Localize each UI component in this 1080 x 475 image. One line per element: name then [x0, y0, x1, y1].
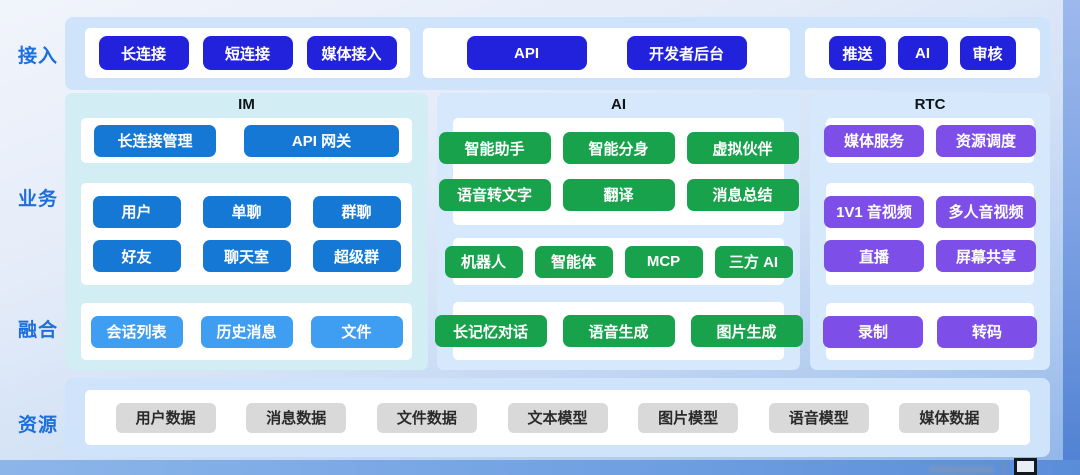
ai-node: 三方 AI: [714, 245, 793, 278]
ai-business-panel: 智能助手智能分身虚拟伙伴 语音转文字翻译消息总结: [438, 118, 799, 225]
rtc-node: 媒体服务: [824, 124, 924, 157]
rtc-fusion-panel: 录制转码: [823, 303, 1037, 360]
resource-node: 文件数据: [376, 402, 477, 433]
row-label-fusion: 融合: [17, 320, 58, 341]
im-node: 群聊: [312, 195, 401, 228]
watermark-text-smudge: [928, 466, 994, 473]
ai-node: 语音转文字: [438, 178, 551, 211]
ai-column-title: AI: [611, 96, 626, 113]
ai-node: 虚拟伙伴: [686, 132, 799, 165]
ai-fusion-panel: 长记忆对话语音生成图片生成: [434, 302, 803, 360]
im-node: 超级群: [312, 240, 401, 273]
im-column-title: IM: [238, 96, 255, 113]
ai-fusion-node: 图片生成: [690, 315, 803, 347]
rtc-fusion-node: 转码: [937, 315, 1037, 348]
ai-node: 智能助手: [438, 132, 551, 165]
im-fusion-node: 会话列表: [90, 315, 183, 348]
resource-node: 图片模型: [638, 402, 739, 433]
rtc-node-row: 直播屏幕共享: [824, 240, 1036, 273]
ai-node-row: 机器人智能体 MCP 三方 AI: [444, 245, 793, 278]
resource-layer-band: 用户数据消息数据文件数据文本模型图片模型语音模型媒体数据: [65, 378, 1050, 457]
ai-node: MCP: [624, 245, 703, 278]
rtc-node: 屏幕共享: [936, 240, 1036, 273]
rtc-column: RTC 媒体服务资源调度 1V1 音视频多人音视频 直播屏幕共享 录制转码: [810, 93, 1050, 370]
rtc-node-row: 录制转码: [823, 315, 1037, 348]
access-group-developer: API 开发者后台: [423, 28, 790, 78]
access-node: 长连接: [98, 36, 189, 70]
im-node: 聊天室: [202, 240, 291, 273]
rtc-fusion-node: 录制: [823, 315, 923, 348]
row-label-resource: 资源: [17, 415, 58, 436]
resource-node: 消息数据: [246, 402, 347, 433]
access-node-row: 长连接短连接媒体接入: [85, 36, 410, 70]
rtc-node-row: 1V1 音视频多人音视频: [824, 195, 1036, 228]
rtc-service-panel: 媒体服务资源调度: [824, 118, 1036, 163]
im-node: 用户: [92, 195, 181, 228]
rtc-node: 资源调度: [936, 124, 1036, 157]
resource-node: 媒体数据: [899, 402, 1000, 433]
access-layer-band: 长连接短连接媒体接入 API 开发者后台 推送 AI 审核: [65, 17, 1050, 90]
im-node-row: 用户单聊群聊: [81, 195, 412, 228]
access-node: 推送: [829, 36, 886, 70]
rtc-node-row: 媒体服务资源调度: [824, 124, 1036, 157]
access-group-connection: 长连接短连接媒体接入: [85, 28, 410, 78]
im-fusion-panel: 会话列表历史消息文件: [81, 303, 412, 360]
right-edge-gradient: [1063, 0, 1080, 475]
bottom-gradient-strip: [0, 460, 1080, 475]
cutoff-watermark: [928, 458, 1037, 475]
access-node: 审核: [959, 36, 1016, 70]
row-label-business: 业务: [17, 189, 58, 210]
ai-node-row: 长记忆对话语音生成图片生成: [434, 315, 803, 347]
access-node-row: 推送 AI 审核: [805, 36, 1040, 70]
im-node-row: 会话列表历史消息文件: [81, 315, 412, 348]
im-node: 长连接管理: [94, 124, 216, 157]
resource-panel: 用户数据消息数据文件数据文本模型图片模型语音模型媒体数据: [85, 390, 1030, 445]
im-node: 单聊: [202, 195, 291, 228]
ai-node-row: 智能助手智能分身虚拟伙伴: [438, 132, 799, 165]
im-node-row: 好友聊天室超级群: [81, 240, 412, 273]
rtc-column-title: RTC: [914, 96, 946, 113]
im-fusion-node: 文件: [310, 315, 403, 348]
im-node: 好友: [92, 240, 181, 273]
im-node-row: 长连接管理 API 网关: [81, 124, 412, 157]
rtc-node: 直播: [824, 240, 924, 273]
resource-node: 文本模型: [507, 402, 608, 433]
ai-node: 翻译: [562, 178, 675, 211]
row-label-access: 接入: [17, 46, 58, 67]
ai-node: 机器人: [444, 245, 523, 278]
resource-node: 用户数据: [115, 402, 216, 433]
im-fusion-node: 历史消息: [200, 315, 293, 348]
im-column: IM 长连接管理 API 网关 用户单聊群聊 好友聊天室超级群 会话列表历史消息文…: [65, 93, 428, 370]
watermark-square-icon: [1014, 458, 1037, 475]
ai-fusion-node: 长记忆对话: [434, 315, 547, 347]
access-node-row: API 开发者后台: [423, 36, 790, 70]
access-node: API: [466, 36, 587, 70]
access-node: 开发者后台: [626, 36, 747, 70]
access-group-extension: 推送 AI 审核: [805, 28, 1040, 78]
im-business-panel: 用户单聊群聊 好友聊天室超级群: [81, 183, 412, 285]
watermark-divider: [1003, 462, 1005, 475]
rtc-node: 1V1 音视频: [824, 195, 924, 228]
ai-node-row: 语音转文字翻译消息总结: [438, 178, 799, 211]
ai-node: 消息总结: [686, 178, 799, 211]
ai-column: AI 智能助手智能分身虚拟伙伴 语音转文字翻译消息总结 机器人智能体 MCP 三方 …: [434, 93, 803, 370]
resource-node: 语音模型: [768, 402, 869, 433]
access-node: AI: [897, 36, 948, 70]
im-gateway-panel: 长连接管理 API 网关: [81, 118, 412, 163]
resource-node-row: 用户数据消息数据文件数据文本模型图片模型语音模型媒体数据: [85, 402, 1030, 433]
rtc-node: 多人音视频: [936, 195, 1036, 228]
access-node: 媒体接入: [306, 36, 397, 70]
ai-node: 智能体: [534, 245, 613, 278]
im-node: API 网关: [244, 124, 399, 157]
ai-fusion-node: 语音生成: [562, 315, 675, 347]
access-node: 短连接: [202, 36, 293, 70]
ai-agent-panel: 机器人智能体 MCP 三方 AI: [444, 238, 793, 285]
rtc-business-panel: 1V1 音视频多人音视频 直播屏幕共享: [824, 183, 1036, 285]
ai-node: 智能分身: [562, 132, 675, 165]
